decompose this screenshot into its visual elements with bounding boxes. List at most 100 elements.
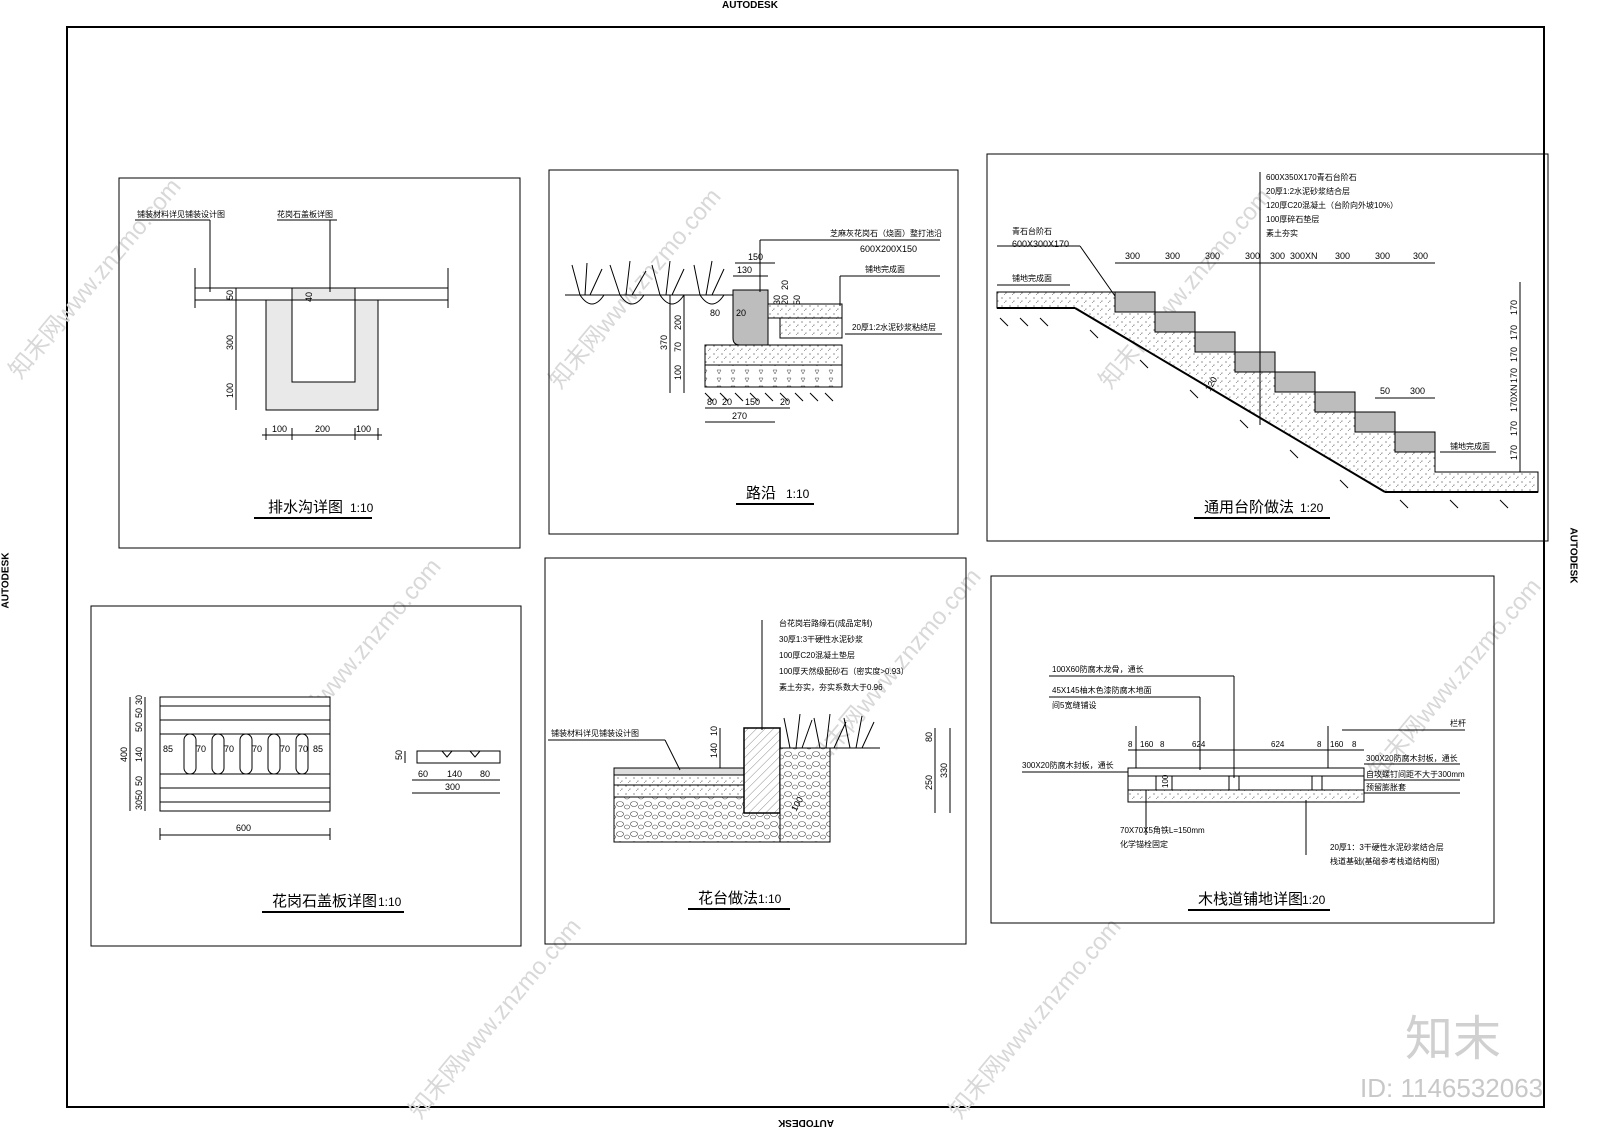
note: 20厚1:2水泥砂浆粘结层 [852,322,936,332]
dim-label: 50 [134,708,144,718]
panel-cover: 30 50 50 140 50 50 30 400 85 70 70 70 70… [90,605,522,947]
note: 100厚C20混凝土垫层 [779,650,855,660]
note: 栈道基础(基础参考栈道结构图) [1330,856,1440,866]
drawing-scale: 1:10 [350,501,374,515]
dim-label: 60 [418,769,428,779]
dim-label: 170 [1509,445,1519,460]
note: 600X300X170 [1012,239,1069,249]
dim-label: 100 [1161,774,1170,788]
dim-label: 300 [1165,251,1180,261]
dim-label: 160 [1140,740,1154,749]
edge-label-top: AUTODESK [722,0,778,11]
panel-planter: 台花岗岩路缘石(成品定制) 30厚1:3干硬性水泥砂浆 100厚C20混凝土垫层… [544,557,967,945]
dim-label: 8 [1352,740,1357,749]
note: 花岗石盖板详图 [277,209,333,219]
dim-label: 20 [736,308,746,318]
dim-label: 150 [748,252,763,262]
note: 120厚C20混凝土（台阶向外坡10%） [1266,200,1398,210]
dim-label: 20 [722,397,732,407]
dim-label: 300 [1410,386,1425,396]
dim-label: 170 [1509,325,1519,340]
drawing-title: 花台做法 [698,890,758,907]
drawing-title: 排水沟详图 [268,499,343,516]
drawing-scale: 1:20 [1302,893,1326,907]
dim-label: 140 [134,747,144,762]
dim-label: 80 [707,397,717,407]
dim-label: 170 [1509,368,1519,383]
dim-label: 150 [745,397,760,407]
dim-label: 80 [924,732,934,742]
dim-label: 40 [304,292,314,302]
dim-label: 100 [673,365,683,380]
note: 铺装材料详见铺装设计图 [551,728,639,738]
note: 100厚碎石垫层 [1266,214,1319,224]
dim-label: 50 [134,776,144,786]
note: 600X200X150 [860,244,917,254]
note: 20厚1:2水泥砂浆结合层 [1266,186,1350,196]
dim-label: 170 [1509,300,1519,315]
drawing-scale: 1:10 [758,892,782,906]
note: 100X60防腐木龙骨，通长 [1052,664,1144,674]
drawing-title: 路沿 [746,485,776,502]
note: 台花岗岩路缘石(成品定制) [779,618,873,628]
dim-label: 20 [780,280,790,290]
note: 铺地完成面 [1450,441,1490,451]
panel-curb: 芝麻灰花岗石（烧面）整打池沿 600X200X150 铺地完成面 20厚1:2水… [548,169,959,535]
dim-label: 370 [659,335,669,350]
dim-label: 20 [780,397,790,407]
note: 铺地完成面 [1012,273,1052,283]
drawing-title: 木栈道铺地详图 [1198,891,1303,908]
dim-label: 130 [737,265,752,275]
drawing-title: 花岗石盖板详图 [272,892,377,910]
dim-label: 100 [225,383,235,398]
dim-label: 140 [447,769,462,779]
dim-label: 624 [1192,740,1206,749]
note: 20厚1：3干硬性水泥砂浆结合层 [1330,842,1444,852]
dim-label: 50 [134,790,144,800]
dim-label: 300 [445,782,460,792]
note: 100厚天然级配砂石（密实度>0.93） [779,666,909,676]
dim-label: 200 [673,315,683,330]
panel-drain: 铺装材料详见铺装设计图 花岗石盖板详图 50 40 300 100 100 20… [118,177,521,549]
dim-label: 300 [1270,251,1285,261]
note: 预留膨胀套 [1366,782,1406,792]
dim-label: 300 [1125,251,1140,261]
dim-label: 170XN [1509,384,1519,412]
dim-label: 8 [1317,740,1322,749]
dim-label: 10 [709,726,719,736]
dim-label: 8 [1128,740,1133,749]
dim-label: 300 [1245,251,1260,261]
dim-label: 600 [236,823,251,833]
watermark-text: 知末网www.znzmo.com [404,913,587,1123]
note: 300X20防腐木封板，通长 [1022,760,1114,770]
dim-label: 100 [272,424,287,434]
dim-label: 300 [1413,251,1428,261]
dim-label: 270 [732,411,747,421]
panel-stairs: 600X350X170青石台阶石 20厚1:2水泥砂浆结合层 120厚C20混凝… [986,153,1549,542]
dim-label: 50 [225,290,235,300]
drawing-scale: 1:20 [1300,501,1324,515]
dim-label: 300XN [1290,251,1318,261]
sheet-frame [66,26,1545,1108]
dim-label: 200 [315,424,330,434]
note: 铺装材料详见铺装设计图 [137,209,225,219]
dim-label: 20 [780,295,790,305]
dim-label: 80 [480,769,490,779]
dim-label: 30 [772,295,782,305]
dim-label: 400 [119,747,129,762]
dim-label: 30 [134,695,144,705]
note: 70X70X5角铁L=150mm [1120,825,1205,835]
dim-label: 70 [280,744,290,754]
note: 600X350X170青石台阶石 [1266,172,1357,182]
dim-label: 70 [673,342,683,352]
dim-label: 300 [1375,251,1390,261]
dim-label: 300 [1205,251,1220,261]
dim-label: 624 [1271,740,1285,749]
watermark-logo: 知末 [1405,1013,1501,1066]
dim-label: 300 [1335,251,1350,261]
dim-label: 80 [710,308,720,318]
note: 素土夯实，夯实系数大于0.96 [779,682,883,692]
drawing-title: 通用台阶做法 [1204,499,1294,516]
note: 化学锚栓固定 [1120,839,1168,849]
note: 素土夯实 [1266,228,1298,238]
